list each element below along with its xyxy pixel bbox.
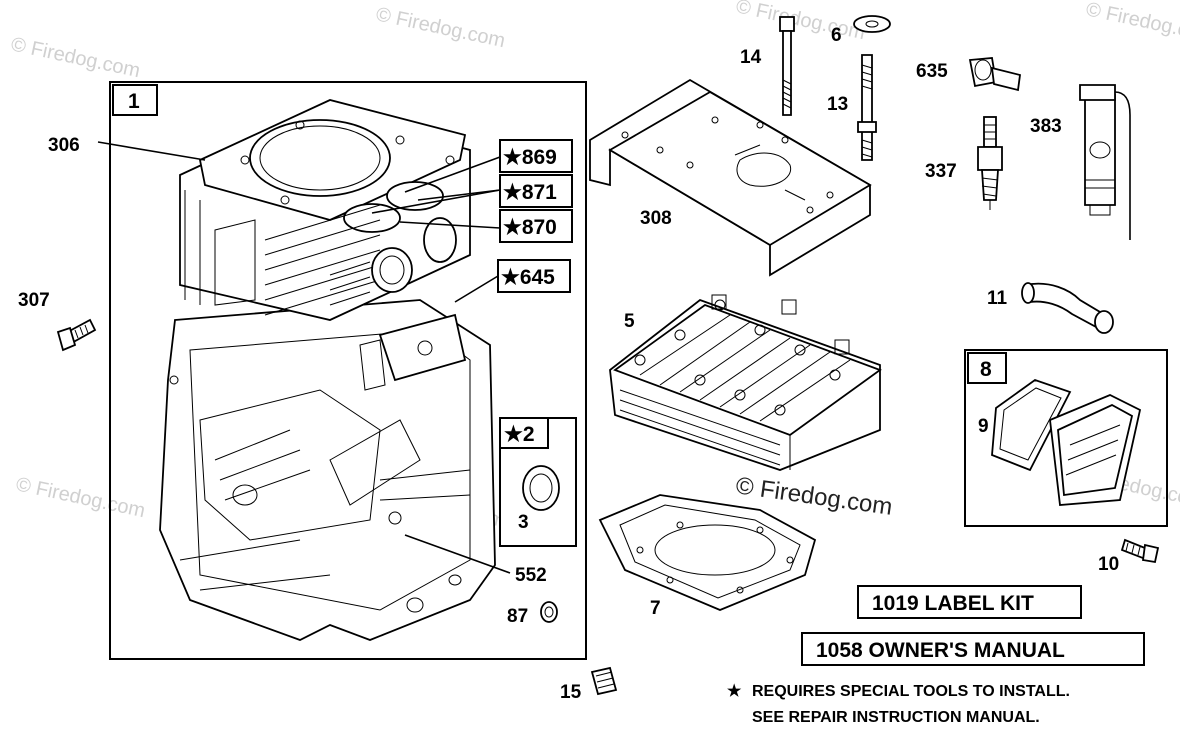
- callout-307: 307: [18, 290, 50, 311]
- bolt-307: [56, 318, 97, 352]
- cylinder-block-group: 1: [97, 81, 587, 660]
- callout-5: 5: [624, 311, 635, 332]
- bolt-14: [779, 16, 795, 116]
- watermark-top-left: © Firedog.com: [9, 33, 142, 82]
- breather-tube-11: [1021, 282, 1114, 334]
- callout-871: ★871: [503, 181, 557, 204]
- callout-15: 15: [560, 682, 582, 703]
- breather-assembly-frame: [964, 349, 1168, 527]
- callout-552: 552: [515, 565, 547, 586]
- callout-box-8: [967, 352, 1007, 384]
- watermark-top-right: © Firedog.com: [734, 0, 867, 44]
- stud-13: [857, 54, 877, 161]
- callout-box-869: [499, 139, 573, 173]
- owners-manual-box: [801, 632, 1145, 666]
- head-shroud-308: [589, 78, 872, 277]
- callout-11: 11: [987, 288, 1008, 309]
- callout-337: 337: [925, 161, 957, 182]
- note-star: ★: [727, 683, 742, 700]
- callout-box-870: [499, 209, 573, 243]
- callout-308: 308: [640, 208, 672, 229]
- breather-assembly-group: 8 9: [964, 349, 1168, 527]
- watermark-top-far-right: © Firedog.com: [1084, 0, 1180, 47]
- callout-7: 7: [650, 598, 661, 619]
- callout-87: 87: [507, 606, 528, 627]
- callout-9: 9: [978, 416, 989, 437]
- spark-plug-boot-635: [968, 57, 1021, 92]
- washer-6: [853, 15, 891, 33]
- label-kit-text: 1019 LABEL KIT: [872, 592, 1034, 615]
- callout-box-871: [499, 174, 573, 208]
- callout-10: 10: [1098, 554, 1119, 575]
- cylinder-head-5: [609, 294, 882, 471]
- breather-assembly: [1049, 394, 1142, 506]
- callout-13: 13: [827, 94, 848, 115]
- plug-15: [590, 666, 618, 696]
- callout-635: 635: [916, 61, 948, 82]
- callout-8: 8: [980, 358, 992, 381]
- washer-87: [540, 601, 558, 623]
- cylinder-block: [159, 99, 496, 641]
- callout-869: ★869: [503, 146, 557, 169]
- callout-306: 306: [48, 135, 80, 156]
- ignition-coil-383: [1079, 84, 1131, 240]
- callout-1: 1: [128, 90, 140, 113]
- watermark-top-center: © Firedog.com: [374, 3, 507, 52]
- head-gasket-7: [598, 494, 817, 611]
- callout-6: 6: [831, 25, 842, 46]
- owners-manual-text: 1058 OWNER'S MANUAL: [816, 639, 1065, 662]
- callout-box-645: [497, 259, 571, 293]
- watermark-mid-left: © Firedog.com: [14, 473, 147, 522]
- breather-gasket-9: [991, 378, 1072, 472]
- callout-3: 3: [518, 512, 529, 533]
- note-line-1: REQUIRES SPECIAL TOOLS TO INSTALL.: [752, 683, 1070, 700]
- spark-plug-337: [977, 116, 1003, 210]
- screw-10: [1120, 538, 1160, 564]
- callout-2: ★2: [504, 423, 535, 446]
- oil-seal: [522, 465, 560, 511]
- callout-box-1: [112, 84, 158, 116]
- label-kit-box: [857, 585, 1082, 619]
- callout-14: 14: [740, 47, 762, 68]
- callout-box-2: [499, 417, 549, 449]
- callout-870: ★870: [503, 216, 557, 239]
- cylinder-block-frame: [109, 81, 587, 660]
- callout-383: 383: [1030, 116, 1062, 137]
- callout-645: ★645: [501, 266, 555, 289]
- note-line-2: SEE REPAIR INSTRUCTION MANUAL.: [752, 709, 1040, 726]
